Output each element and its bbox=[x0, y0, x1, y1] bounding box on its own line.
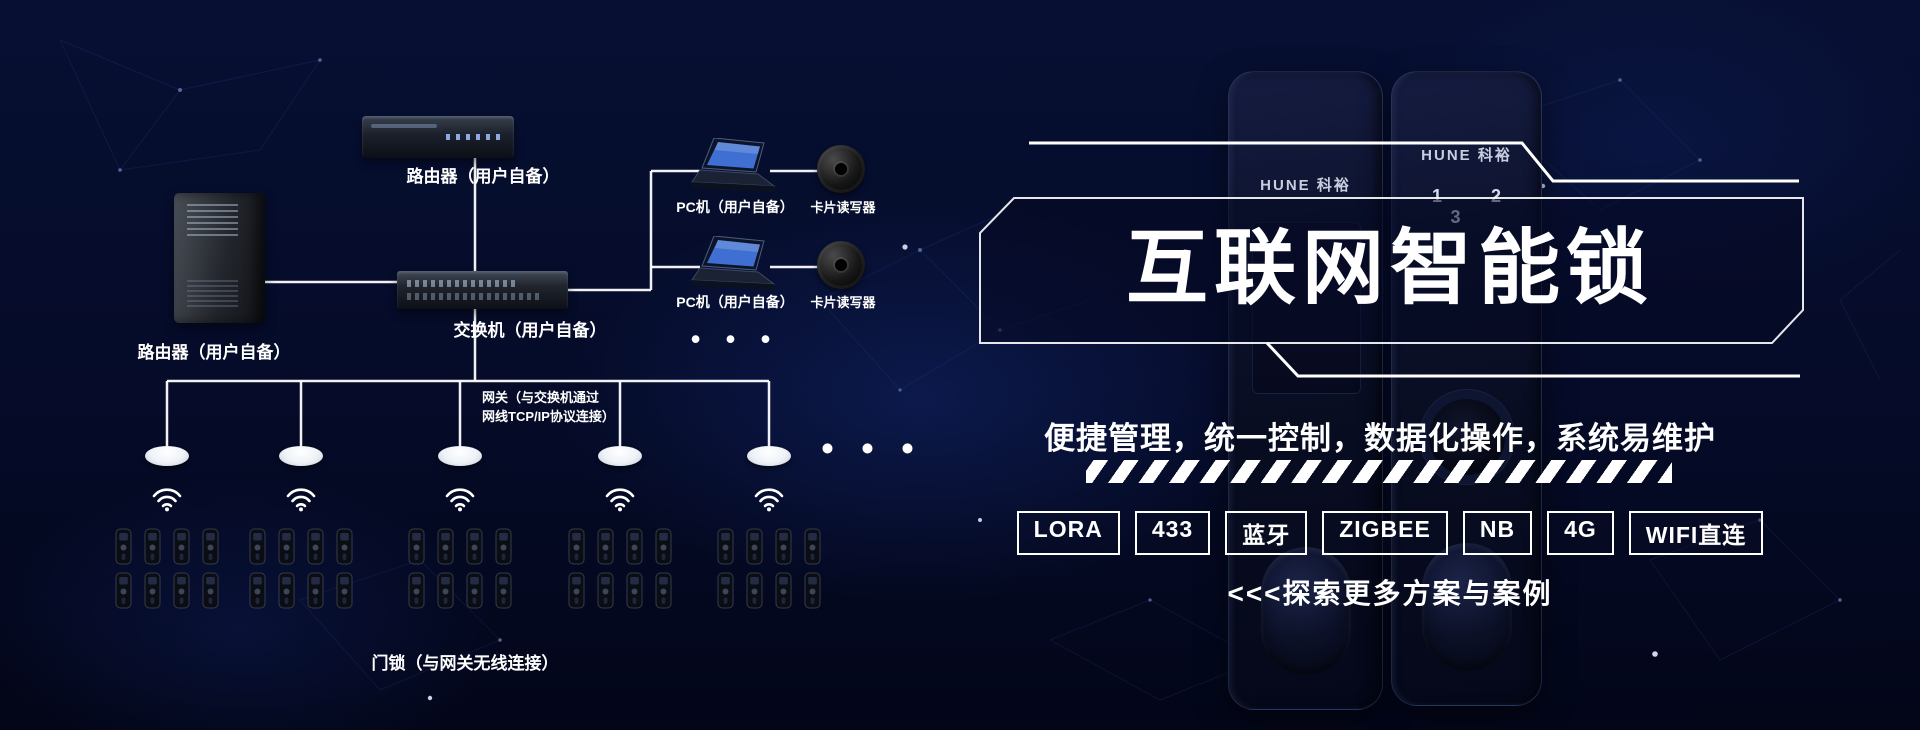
badge-4g: 4G bbox=[1547, 511, 1614, 555]
stripe-divider bbox=[1086, 460, 1672, 483]
badge-bluetooth: 蓝牙 bbox=[1225, 511, 1308, 555]
subtitle: 便捷管理，统一控制，数据化操作，系统易维护 bbox=[1044, 421, 1716, 456]
badge-nb: NB bbox=[1462, 511, 1533, 555]
headline: 互联网智能锁 bbox=[1125, 223, 1654, 314]
cta-link[interactable]: <<<探索更多方案与案例 bbox=[1227, 578, 1553, 609]
badge-zigbee: ZIGBEE bbox=[1322, 511, 1448, 555]
badge-lora: LORA bbox=[1016, 511, 1120, 555]
badge-row: LORA 433 蓝牙 ZIGBEE NB 4G WIFI直连 bbox=[1005, 511, 1775, 555]
badge-433: 433 bbox=[1134, 511, 1211, 555]
badge-wifi: WIFI直连 bbox=[1628, 511, 1764, 555]
